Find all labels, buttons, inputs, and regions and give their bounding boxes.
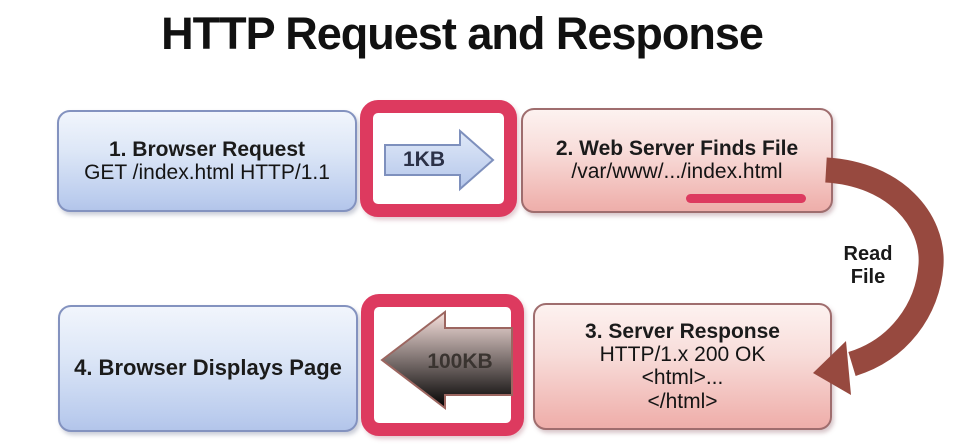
web-server-heading: 2. Web Server Finds File — [555, 137, 799, 161]
diagram-title: HTTP Request and Response — [161, 8, 764, 59]
box-web-server-finds-file: 2. Web Server Finds File /var/www/.../in… — [521, 108, 833, 213]
box-server-response: 3. Server Response HTTP/1.x 200 OK <html… — [533, 303, 832, 430]
box-browser-displays-page: 4. Browser Displays Page — [58, 305, 358, 432]
server-response-html-close-line: </html> — [647, 389, 718, 413]
file-path-underline — [686, 194, 806, 203]
request-size-label: 1KB — [402, 148, 445, 171]
arrow-left-icon — [380, 309, 513, 411]
box-browser-request: 1. Browser Request GET /index.html HTTP/… — [57, 110, 357, 212]
response-size-label: 100KB — [427, 350, 493, 373]
server-response-heading: 3. Server Response — [585, 319, 780, 343]
read-file-curved-arrow-icon — [813, 157, 944, 395]
request-arrow-shape — [384, 128, 495, 192]
server-response-status-line: HTTP/1.x 200 OK — [599, 342, 766, 366]
server-response-html-open-line: <html>... — [641, 366, 724, 390]
browser-displays-page-heading: 4. Browser Displays Page — [74, 355, 342, 381]
web-server-detail: /var/www/.../index.html — [571, 160, 783, 184]
arrow-right-icon — [384, 128, 495, 192]
read-file-arrowhead — [813, 341, 851, 395]
browser-request-heading: 1. Browser Request — [108, 137, 306, 161]
browser-request-detail: GET /index.html HTTP/1.1 — [84, 160, 330, 184]
response-arrow-shape — [380, 309, 513, 411]
read-file-arrow-band — [824, 157, 944, 376]
read-file-label: Read File — [843, 243, 893, 288]
